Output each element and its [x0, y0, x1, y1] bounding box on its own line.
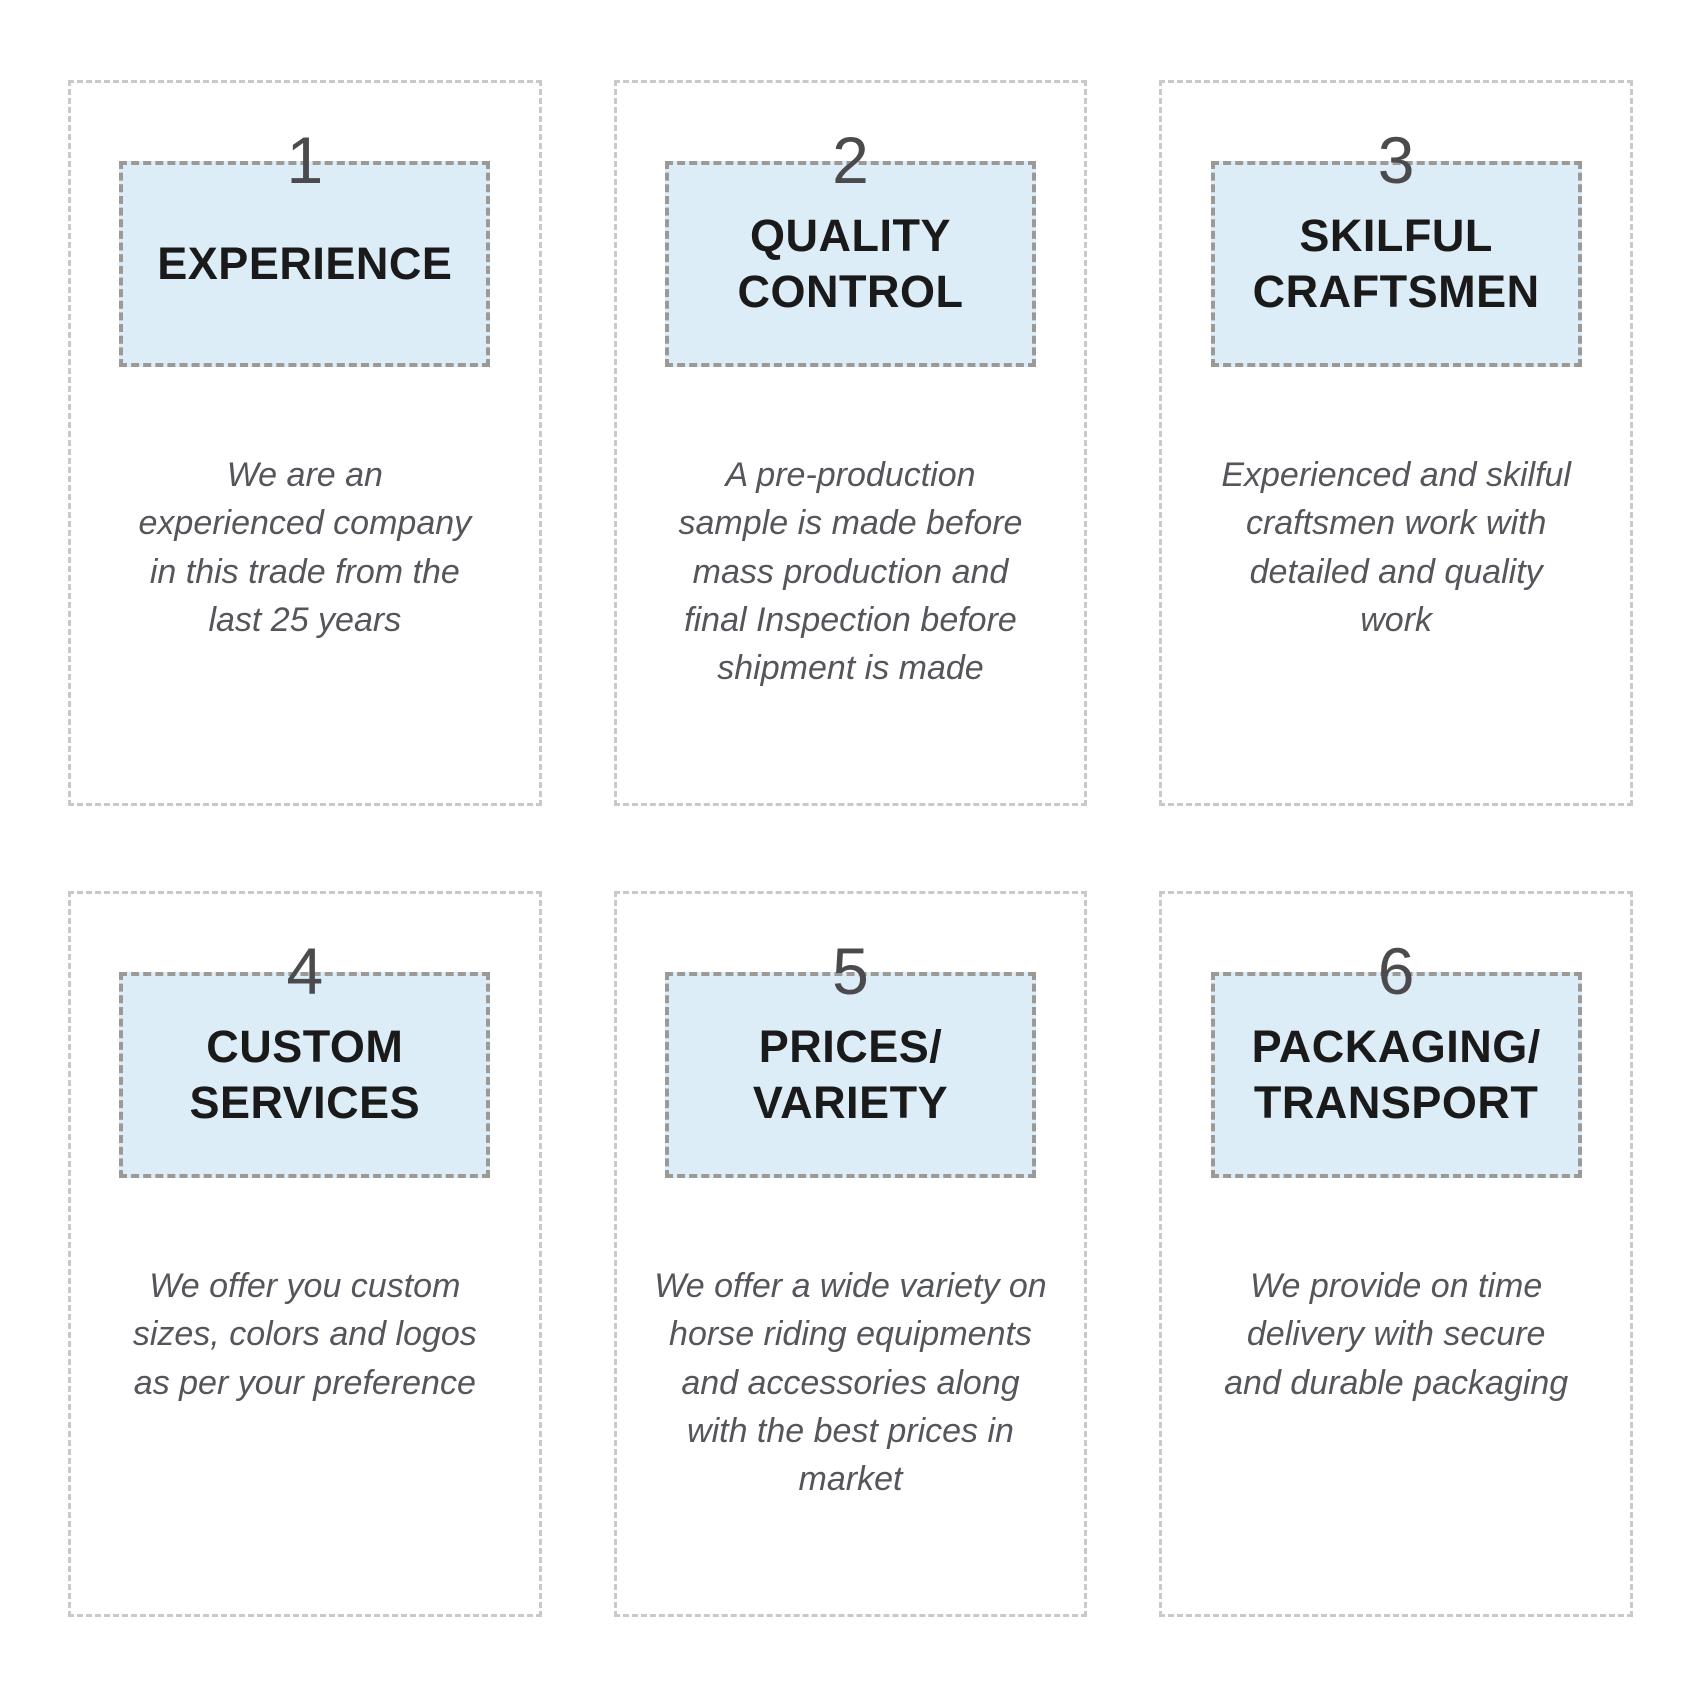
card-description: We offer a wide variety on horse riding …	[654, 1267, 1047, 1499]
card-title-box: QUALITY CONTROL	[664, 161, 1037, 367]
feature-card-custom-services: 4 CUSTOM SERVICES We offer you custom si…	[68, 891, 542, 1617]
card-number: 3	[1377, 123, 1415, 197]
card-title: PACKAGING/ TRANSPORT	[1251, 1020, 1541, 1128]
card-title: EXPERIENCE	[157, 237, 453, 289]
card-number: 4	[286, 934, 324, 1008]
card-number: 5	[832, 934, 869, 1008]
feature-card-packaging-transport: 6 PACKAGING/ TRANSPORT We provide on tim…	[1159, 891, 1633, 1617]
card-number: 2	[832, 123, 869, 197]
card-description: We provide on time delivery with secure …	[1224, 1267, 1569, 1402]
card-title: QUALITY CONTROL	[737, 209, 964, 317]
card-number: 1	[286, 123, 324, 197]
card-title-box: EXPERIENCE	[119, 161, 491, 367]
card-description: We offer you custom sizes, colors and lo…	[132, 1267, 477, 1402]
card-number: 6	[1377, 934, 1415, 1008]
card-title: PRICES/ VARIETY	[752, 1020, 949, 1128]
card-title-box: SKILFUL CRAFTSMEN	[1210, 161, 1582, 367]
feature-card-prices-variety: 5 PRICES/ VARIETY We offer a wide variet…	[613, 891, 1088, 1617]
card-description: A pre-production sample is made before m…	[678, 456, 1023, 688]
card-title-box: PRICES/ VARIETY	[664, 972, 1037, 1178]
card-title-box: CUSTOM SERVICES	[119, 972, 491, 1178]
card-description: We are an experienced company in this tr…	[138, 456, 472, 639]
feature-card-quality-control: 2 QUALITY CONTROL A pre-production sampl…	[613, 80, 1088, 806]
feature-card-skilful-craftsmen: 3 SKILFUL CRAFTSMEN Experienced and skil…	[1159, 80, 1633, 806]
feature-card-experience: 1 EXPERIENCE We are an experienced compa…	[68, 80, 542, 806]
card-title-box: PACKAGING/ TRANSPORT	[1210, 972, 1582, 1178]
card-title: CUSTOM SERVICES	[189, 1020, 421, 1128]
card-description: Experienced and skilful craftsmen work w…	[1221, 456, 1571, 639]
card-title: SKILFUL CRAFTSMEN	[1252, 209, 1540, 317]
